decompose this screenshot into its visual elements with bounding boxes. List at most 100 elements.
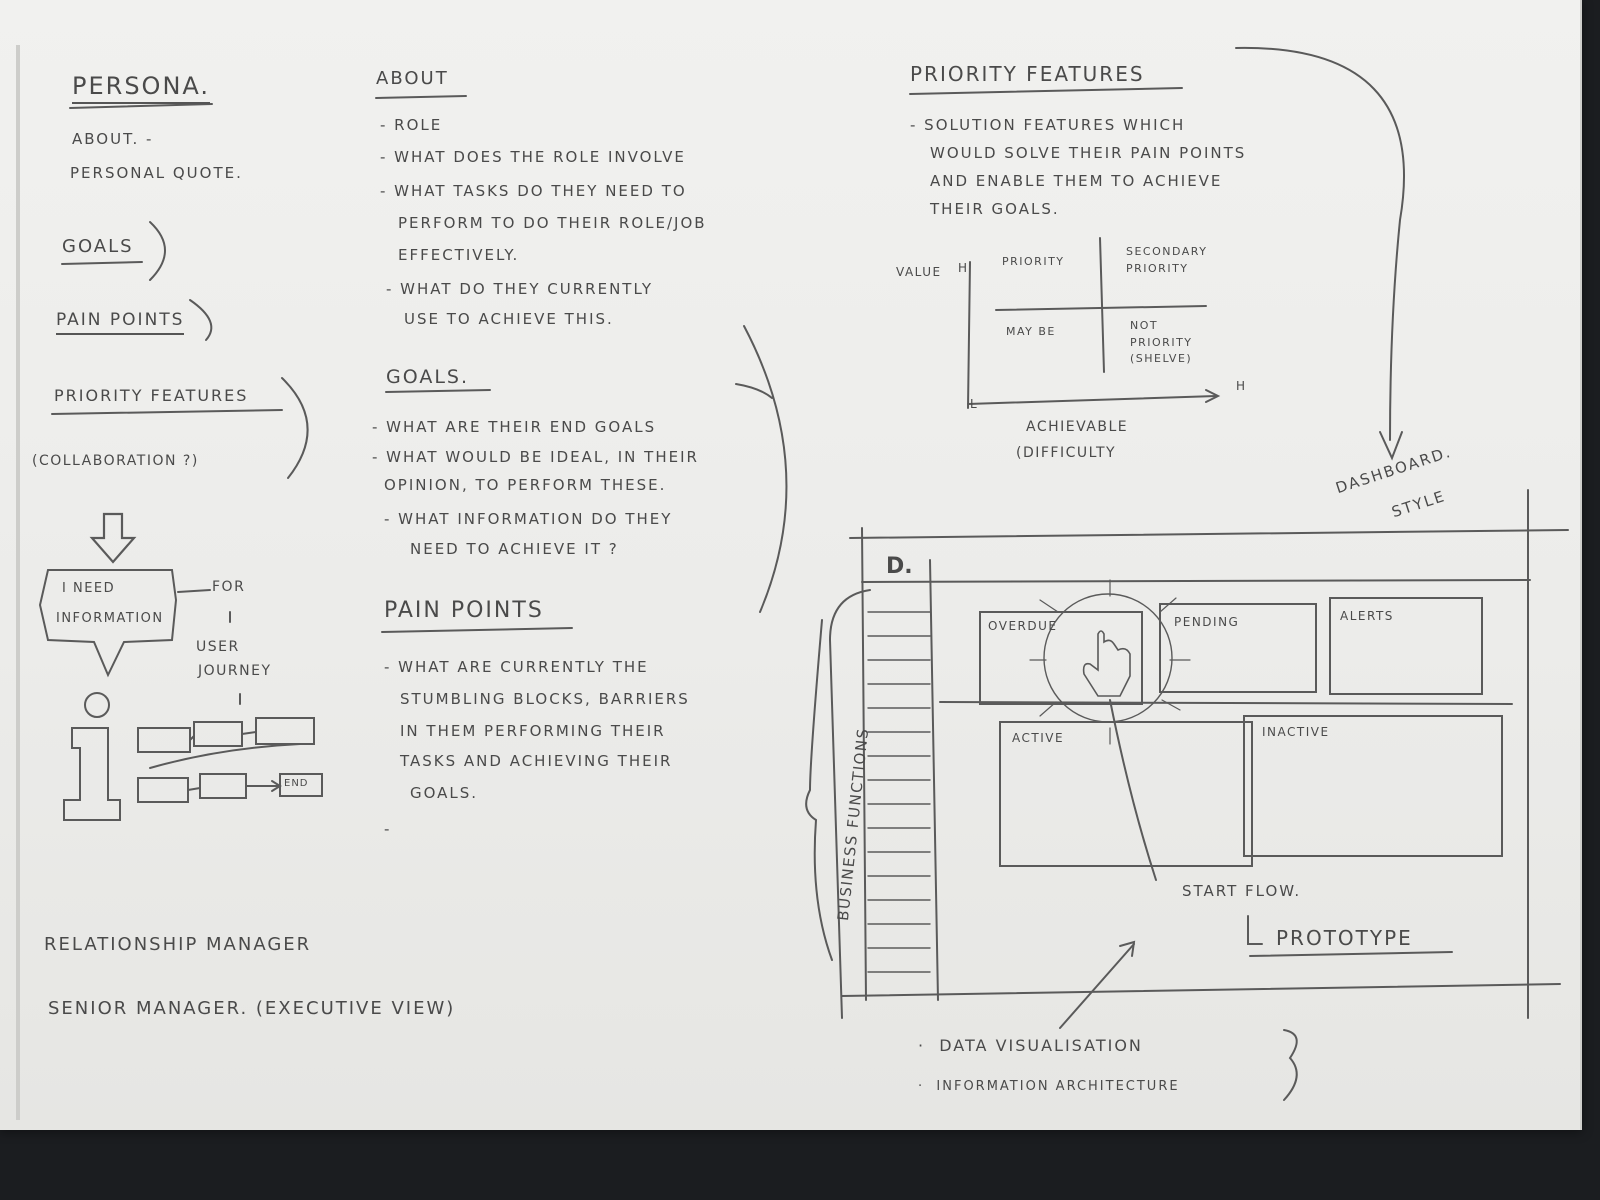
about-heading: About: [376, 68, 449, 89]
matrix-x-axis: [967, 395, 1217, 405]
role-senior-manager: Senior Manager. (Executive View): [48, 998, 456, 1019]
dashboard-style-2: Style: [1389, 486, 1448, 522]
click-drag-line: [1109, 699, 1157, 881]
journey-flow-2: [241, 731, 257, 735]
persona-about: About. -: [72, 130, 154, 148]
right-curve-arrowhead: [1379, 431, 1403, 461]
about-underline: [375, 95, 467, 99]
goals-item-3: Opinion, To Perform These.: [384, 476, 667, 494]
dv-arrowhead: [1119, 940, 1136, 957]
goals-underline: [61, 261, 143, 265]
journey-box-4: [137, 777, 189, 803]
middle-bracket: [743, 325, 788, 613]
dash-sidebar-bracket: [805, 619, 833, 961]
matrix-q-secondary: Secondary Priority: [1126, 245, 1208, 275]
card-pending-label: Pending: [1174, 615, 1240, 629]
pain-item-2: Stumbling Blocks, Barriers: [400, 690, 690, 708]
click-burst: [1029, 579, 1191, 745]
dash-sidebar-right: [929, 559, 939, 1001]
dash-toolbar-line: [861, 579, 1531, 583]
journey-arrowhead: [271, 780, 282, 792]
info-dot: [84, 692, 110, 718]
priority-desc-4: Their Goals.: [930, 200, 1060, 218]
persona-underline: [69, 103, 213, 109]
priority-features-heading: Priority Features: [54, 386, 249, 405]
journey-flow-4: [187, 787, 201, 791]
about-item-7: Use To Achieve This.: [404, 310, 614, 328]
dash-row-divider: [939, 701, 1513, 705]
journey-box-2: [193, 721, 243, 747]
bullet-information-architecture-text: Information Architecture: [936, 1079, 1180, 1094]
journey-end-label: End: [284, 778, 309, 789]
pain-points-heading: Pain Points: [56, 312, 185, 335]
journey-box-1: [137, 727, 191, 753]
priority-underline: [51, 409, 283, 415]
journey-flow-1: [189, 735, 195, 741]
goals-item-4: - What Information Do They: [384, 510, 673, 528]
page-binding: [16, 45, 20, 1120]
card-active-label: Active: [1012, 731, 1065, 745]
matrix-vertical-divider: [1099, 237, 1105, 373]
bullet-data-visualisation-text: Data Visualisation: [939, 1036, 1143, 1055]
bullet-information-architecture: · Information Architecture: [918, 1079, 1180, 1094]
priority-desc-1: - Solution Features Which: [910, 116, 1186, 134]
about-item-2: - What Does The Role Involve: [380, 148, 686, 166]
matrix-low: L: [970, 397, 979, 411]
dash-top-border: [849, 529, 1569, 539]
need-info-line2: Information: [56, 611, 164, 626]
matrix-x-label-1: Achievable: [1026, 419, 1129, 435]
goals-item-1: - What Are Their End Goals: [372, 418, 657, 436]
matrix-y-axis: [967, 261, 971, 409]
card-overdue-label: Overdue: [988, 619, 1058, 633]
matrix-x-arrowhead: [1205, 389, 1221, 403]
goals-heading: Goals: [62, 236, 134, 257]
matrix-x-label-2: (Difficulty: [1016, 445, 1117, 461]
dashboard-sidebar-label: Business Functions: [834, 726, 873, 922]
role-relationship-manager: Relationship Manager: [44, 934, 312, 955]
hand-cursor-icon: [1082, 630, 1131, 697]
matrix-q-not: Not Priority (Shelve): [1130, 319, 1193, 365]
dashboard-logo: D.: [886, 554, 913, 579]
pain-item-1: - What Are Currently The: [384, 658, 649, 676]
goals-mid-underline: [385, 389, 491, 393]
pain-bracket: [189, 299, 213, 341]
start-flow-label: Start Flow.: [1182, 882, 1302, 900]
down-arrow: [89, 512, 137, 564]
middle-bracket-arrow: [735, 383, 773, 399]
about-item-4: Perform To Do Their Role/Job: [398, 214, 707, 232]
dash-bottom-border: [841, 983, 1561, 997]
priority-desc-2: Would Solve Their Pain Points: [930, 144, 1247, 162]
matrix-horizontal-divider: [995, 305, 1207, 311]
journey-box-5: [199, 773, 247, 799]
click-highlight-circle: [1043, 593, 1173, 723]
goals-item-5: Need To Achieve It ?: [410, 540, 619, 558]
priority-desc-3: And Enable Them To Achieve: [930, 172, 1223, 190]
priority-features-underline: [909, 87, 1183, 95]
matrix-q-maybe: May Be: [1006, 325, 1056, 338]
pain-trailing-dash: -: [384, 820, 392, 838]
sketchbook-page: Persona. About. - Personal Quote. Goals …: [0, 0, 1582, 1130]
journey-label: Journey: [198, 663, 272, 679]
for-connector: [177, 589, 211, 593]
about-item-3: - What Tasks Do They Need To: [380, 182, 687, 200]
matrix-high-value: H: [958, 261, 969, 275]
prototype-bracket: [1247, 915, 1263, 945]
matrix-value-label: Value: [896, 265, 942, 279]
card-alerts-label: Alerts: [1340, 609, 1394, 623]
dv-arrow-line: [1059, 943, 1135, 1029]
pain-item-3: In Them Performing Their: [400, 722, 666, 740]
prototype-label: Prototype: [1276, 926, 1413, 950]
goals-item-2: - What Would Be Ideal, In Their: [372, 448, 699, 466]
collaboration-note: (Collaboration ?): [32, 453, 199, 469]
persona-heading: Persona.: [72, 74, 211, 104]
prototype-underline: [1249, 951, 1453, 957]
matrix-high-difficulty: H: [1236, 379, 1247, 393]
pain-item-4: Tasks And Achieving Their: [400, 752, 673, 770]
priority-features-title: Priority Features: [910, 62, 1145, 86]
right-curve-arrow: [1235, 46, 1405, 441]
about-item-5: Effectively.: [398, 246, 520, 264]
bullets-bracket: [1283, 1029, 1298, 1101]
about-item-6: - What Do They Currently: [386, 280, 653, 298]
journey-flow-3: [149, 743, 301, 769]
need-info-line1: I Need: [62, 581, 116, 596]
